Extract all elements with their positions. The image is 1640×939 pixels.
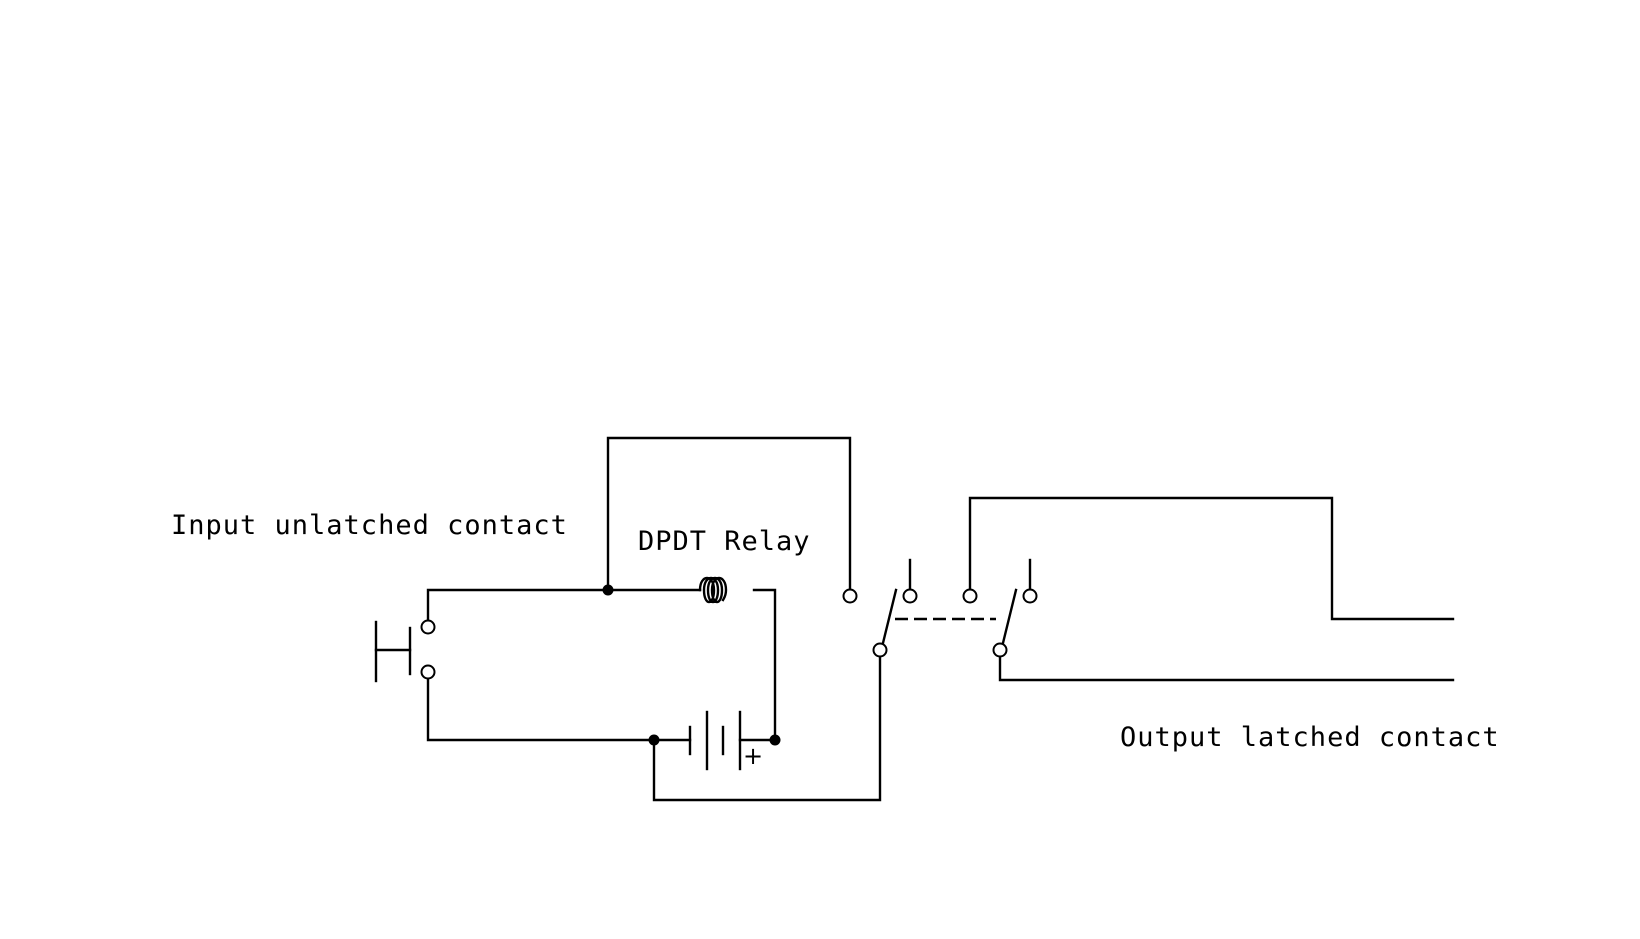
latch-wires bbox=[606, 436, 882, 802]
relay-contact-pole-1 bbox=[842, 558, 918, 658]
battery-plus-sign: + bbox=[743, 742, 763, 770]
battery: + bbox=[688, 710, 763, 771]
relay-coil bbox=[698, 576, 728, 604]
input-label: Input unlatched contact bbox=[171, 510, 568, 541]
coil-circuit-wires bbox=[426, 584, 781, 746]
relay-contact-pole-2 bbox=[962, 558, 1038, 658]
junction-dot bbox=[769, 734, 781, 746]
output-label: Output latched contact bbox=[1120, 722, 1500, 753]
relay-label: DPDT Relay bbox=[638, 526, 811, 557]
output-wires bbox=[968, 496, 1455, 682]
push-button-switch bbox=[374, 619, 436, 683]
